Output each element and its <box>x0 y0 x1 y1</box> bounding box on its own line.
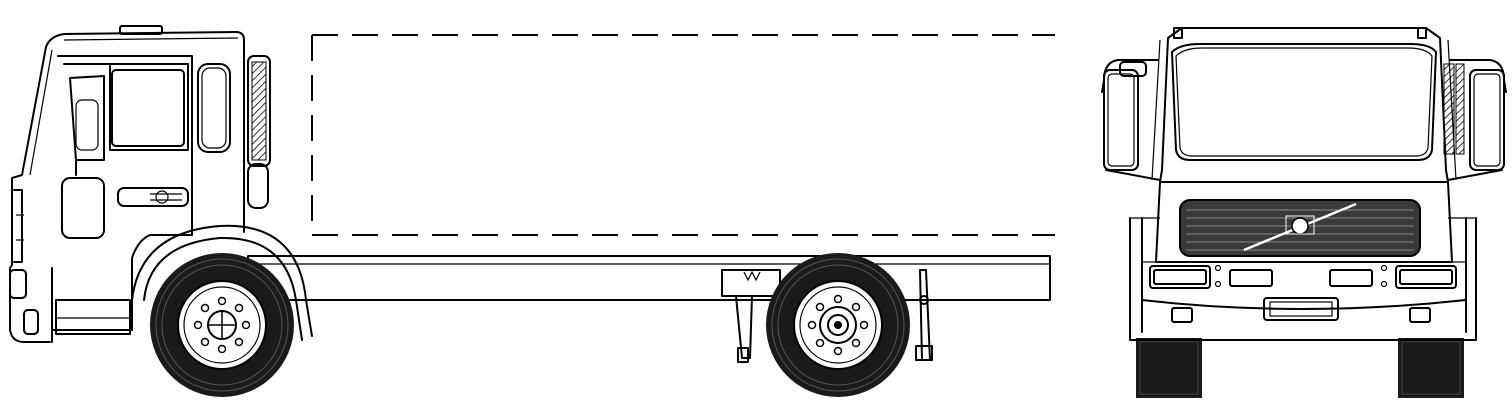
front-lower-cab <box>1129 181 1477 341</box>
cargo-body-outline <box>311 34 1055 236</box>
front-view <box>1101 27 1507 398</box>
front-wheel <box>150 253 294 397</box>
front-lights-bumper <box>1149 264 1457 323</box>
cab <box>9 25 271 343</box>
front-cab <box>1151 27 1457 183</box>
front-mudguard <box>131 224 313 341</box>
front-view-tires <box>1136 338 1464 398</box>
front-view-mirrors <box>1101 59 1507 181</box>
rear-wheel <box>766 253 910 397</box>
chassis-frame <box>247 255 1051 301</box>
front-grille <box>1179 199 1421 257</box>
side-view <box>9 25 1055 397</box>
